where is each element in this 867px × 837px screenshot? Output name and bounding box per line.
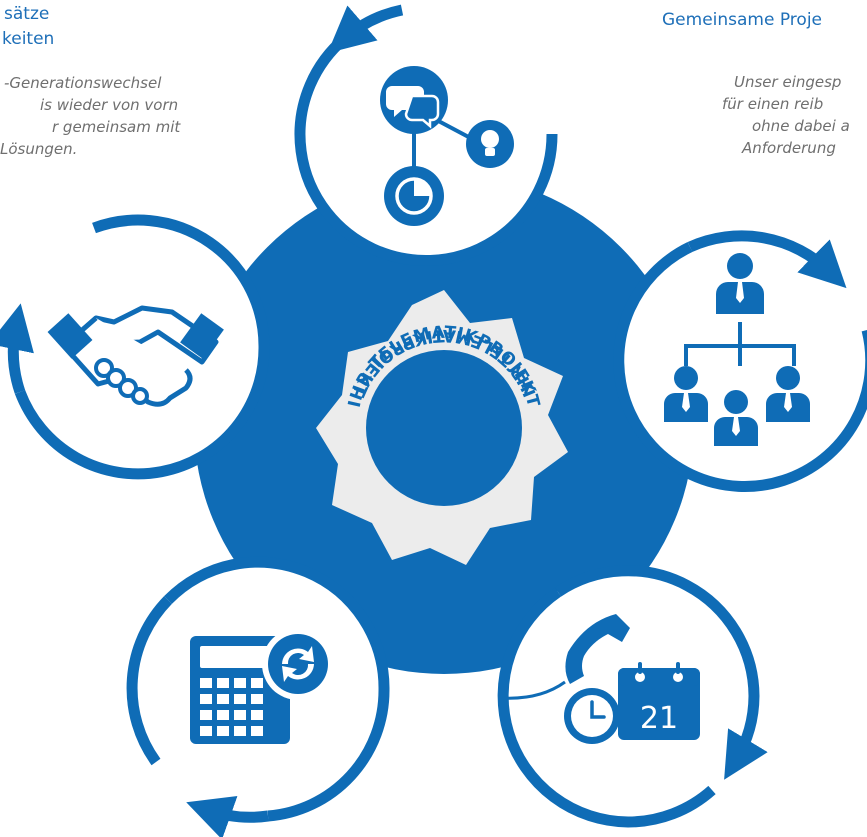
right-caption: Gemeinsame Proje Unser eingesp für einen… [662, 8, 850, 159]
right-caption-line-3: ohne dabei a [752, 117, 850, 135]
node-left [0, 214, 270, 480]
left-caption: sätze keiten -Generationswechsel is wied… [0, 2, 180, 160]
arrow-top [327, 4, 404, 54]
center-hole [366, 350, 522, 506]
left-caption-line-4: Lösungen. [0, 140, 78, 158]
right-caption-line-2: für einen reib [722, 95, 824, 113]
node-right [613, 230, 867, 492]
arrow-bottom-left [186, 795, 269, 837]
left-caption-line-2: is wieder von vorn [40, 96, 179, 114]
arrow-bottom-right [724, 695, 768, 780]
node-bottom-right: 21 [497, 565, 768, 828]
arrow-right [687, 230, 847, 289]
phone-clock-calendar-icon: 21 [501, 614, 700, 744]
chat-idea-chart-icon [380, 66, 514, 226]
calendar-day: 21 [640, 701, 678, 736]
left-caption-line-1: -Generationswechsel [4, 74, 162, 92]
left-caption-line-3: r gemeinsam mit [52, 118, 181, 136]
node-bottom-left [126, 556, 390, 837]
handshake-icon [47, 305, 224, 407]
left-caption-heading-2: keiten [2, 29, 55, 49]
right-caption-line-1: Unser eingesp [734, 73, 842, 91]
right-caption-line-4: Anforderung [742, 139, 836, 157]
calculator-refresh-icon [190, 628, 334, 744]
left-caption-heading-1: sätze [4, 4, 50, 24]
right-caption-heading: Gemeinsame Proje [662, 10, 822, 30]
node-top [294, 4, 558, 266]
org-chart-icon [664, 253, 810, 446]
arrow-left [0, 303, 34, 394]
